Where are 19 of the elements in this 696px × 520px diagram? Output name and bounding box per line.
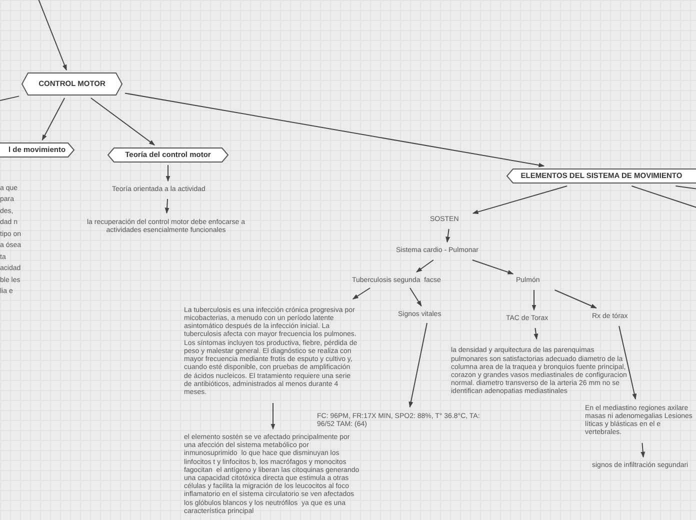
arrow — [618, 326, 637, 400]
arrow — [124, 92, 545, 168]
arrow — [166, 164, 170, 182]
arrow — [164, 198, 170, 214]
arrow — [410, 288, 422, 307]
arrow — [408, 322, 428, 408]
arrow — [352, 288, 370, 300]
arrow — [472, 186, 568, 214]
arrow — [416, 260, 434, 272]
arrow — [42, 98, 66, 141]
arrow — [38, 0, 67, 71]
arrow — [446, 228, 450, 243]
arrow — [554, 290, 597, 308]
arrow — [270, 402, 276, 430]
arrow — [90, 98, 156, 146]
arrow — [534, 328, 538, 340]
arrow — [532, 290, 536, 311]
arrow — [472, 260, 514, 274]
arrow — [640, 442, 646, 458]
